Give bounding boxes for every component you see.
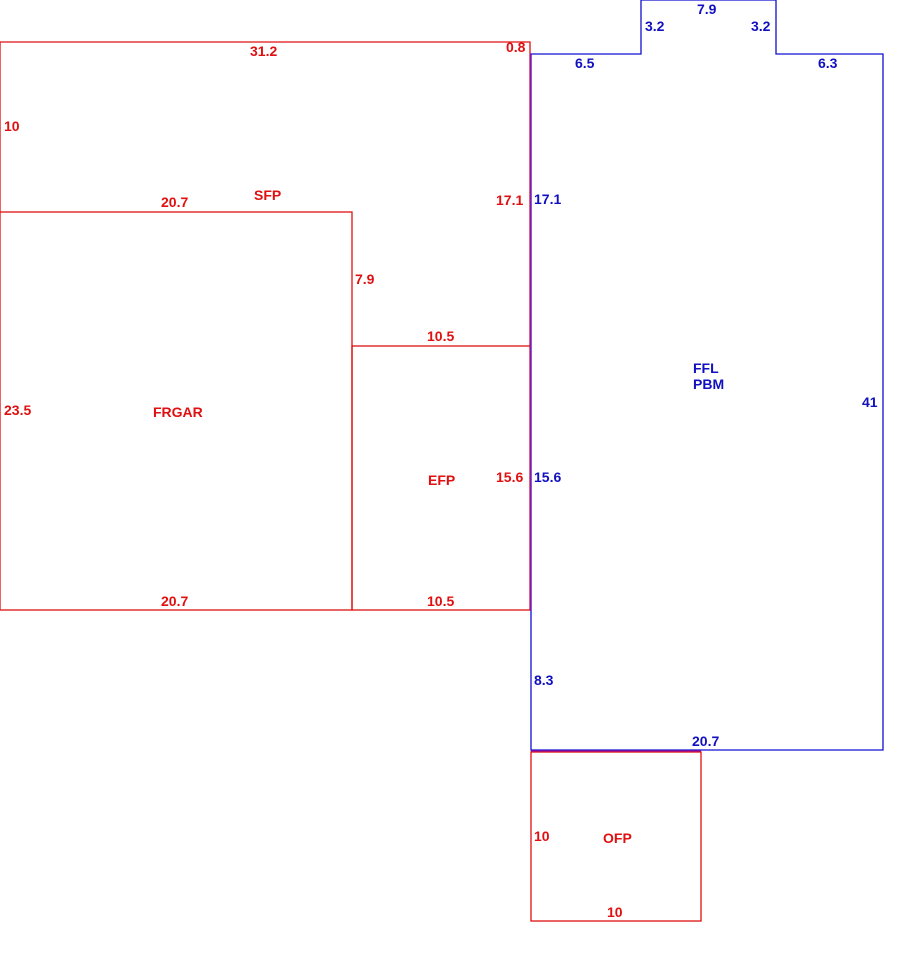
dim-sfp-bottom: 20.7 [161,194,188,210]
dim-main-top-right: 6.3 [818,55,838,71]
dim-main-left-upper: 17.1 [534,191,561,207]
ffl-area-label: FFL [693,360,719,376]
dim-efp-bottom: 10.5 [427,593,454,609]
dim-main-left-middle: 15.6 [534,469,561,485]
ofp-outline [530,751,702,922]
ofp-area-label: OFP [603,830,632,846]
dim-sfp-top: 31.2 [250,43,277,59]
dim-main-bottom: 20.7 [692,733,719,749]
efp-area-label: EFP [428,472,455,488]
dim-main-notch-top: 7.9 [697,1,717,17]
dim-main-right: 41 [862,394,878,410]
main-area-outline [530,0,884,751]
sfp-area-label: SFP [254,187,281,203]
dim-ofp-bottom: 10 [607,904,623,920]
dim-frgar-left: 23.5 [4,402,31,418]
frgar-area-label: FRGAR [153,404,203,420]
dim-sfp-corner: 0.8 [506,39,526,55]
dim-efp-right: 15.6 [496,469,523,485]
dim-frgar-bottom: 20.7 [161,593,188,609]
dim-main-notch-left: 3.2 [645,18,665,34]
dim-sfp-left: 10 [4,118,20,134]
dim-ofp-left: 10 [534,828,550,844]
dim-main-left-lower: 8.3 [534,672,554,688]
dim-sfp-step: 7.9 [355,271,375,287]
dim-main-notch-right: 3.2 [751,18,771,34]
pbm-area-label: PBM [693,376,724,392]
dim-efp-top: 10.5 [427,328,454,344]
dim-main-top-left: 6.5 [575,55,595,71]
dim-sfp-right: 17.1 [496,192,523,208]
